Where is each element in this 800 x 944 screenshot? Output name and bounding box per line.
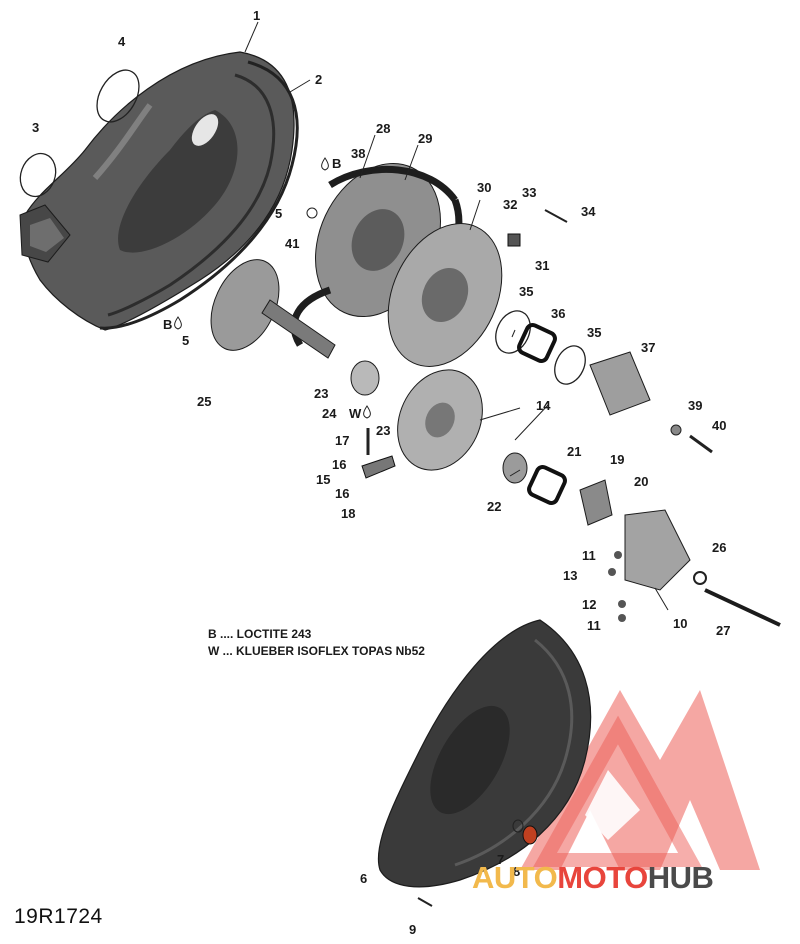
- callout-26: 26: [712, 540, 726, 555]
- callout-22: 22: [487, 499, 501, 514]
- callout-6: 6: [360, 871, 367, 886]
- callout-27: 27: [716, 623, 730, 638]
- watermark-auto: AUTO: [472, 860, 558, 895]
- leader-lines: [244, 21, 669, 611]
- callout-18: 18: [341, 506, 355, 521]
- callout-11b: 11: [587, 618, 601, 633]
- document-code: 19R1724: [14, 905, 103, 928]
- drop-icon: [174, 316, 182, 330]
- legend-klueber: W ... KLUEBER ISOFLEX TOPAS Nb52: [208, 644, 425, 658]
- o-ring-part-4: [96, 69, 140, 123]
- callout-14: 14: [536, 398, 551, 413]
- callout-5a: 5: [275, 206, 282, 221]
- callout-11a: 11: [582, 548, 596, 563]
- o-ring-part-3: [19, 152, 57, 198]
- gasket-part: [99, 60, 299, 330]
- callout-23b: 23: [376, 423, 390, 438]
- symbol-w: W: [349, 406, 362, 421]
- driven-pulley-part: [210, 162, 503, 367]
- callout-21: 21: [567, 444, 581, 459]
- callout-38: 38: [351, 146, 365, 161]
- symbol-b-top: B: [332, 156, 341, 171]
- callout-16b: 16: [335, 486, 349, 501]
- drive-pulley-part: [350, 310, 781, 627]
- callout-35a: 35: [519, 284, 533, 299]
- callout-7: 7: [497, 852, 504, 867]
- callout-1: 1: [253, 8, 260, 23]
- callout-31: 31: [535, 258, 549, 273]
- callout-39: 39: [688, 398, 702, 413]
- callout-32: 32: [503, 197, 517, 212]
- callout-15: 15: [316, 472, 330, 487]
- callout-35b: 35: [587, 325, 601, 340]
- callout-17: 17: [335, 433, 349, 448]
- callout-16a: 16: [332, 457, 346, 472]
- callout-41: 41: [285, 236, 299, 251]
- drop-icon: [321, 157, 329, 171]
- callout-23a: 23: [314, 386, 328, 401]
- callout-2: 2: [315, 72, 322, 87]
- watermark-hub: HUB: [647, 860, 714, 895]
- callout-37: 37: [641, 340, 655, 355]
- callout-24: 24: [322, 406, 337, 421]
- callout-28: 28: [376, 121, 390, 136]
- callout-9: 9: [409, 922, 416, 937]
- callout-33: 33: [522, 185, 536, 200]
- callout-4: 4: [118, 34, 126, 49]
- callout-36: 36: [551, 306, 565, 321]
- watermark-logo-icon: [520, 690, 760, 870]
- callout-12: 12: [582, 597, 596, 612]
- callout-29: 29: [418, 131, 432, 146]
- callout-19: 19: [610, 452, 624, 467]
- callout-34: 34: [581, 204, 596, 219]
- watermark-moto: MOTO: [557, 860, 648, 895]
- callout-10: 10: [673, 616, 687, 631]
- callout-5b: 5: [182, 333, 189, 348]
- callout-8: 8: [513, 864, 520, 879]
- symbol-b-left: B: [163, 317, 172, 332]
- callout-20: 20: [634, 474, 648, 489]
- callout-3: 3: [32, 120, 39, 135]
- drop-icon: [363, 405, 371, 419]
- legend-loctite: B .... LOCTITE 243: [208, 627, 312, 641]
- callout-13: 13: [563, 568, 577, 583]
- callout-labels: 1 2 3 4 5 5 6 7 8 9 10 11 11 12 13 14 15…: [32, 8, 730, 937]
- callout-30: 30: [477, 180, 491, 195]
- inner-cover-part: [19, 51, 295, 331]
- callout-40: 40: [712, 418, 726, 433]
- small-hardware-part: [306, 207, 626, 622]
- watermark-text: AUTOMOTOHUB: [472, 860, 714, 896]
- outer-cover-part: [377, 619, 592, 907]
- callout-25: 25: [197, 394, 211, 409]
